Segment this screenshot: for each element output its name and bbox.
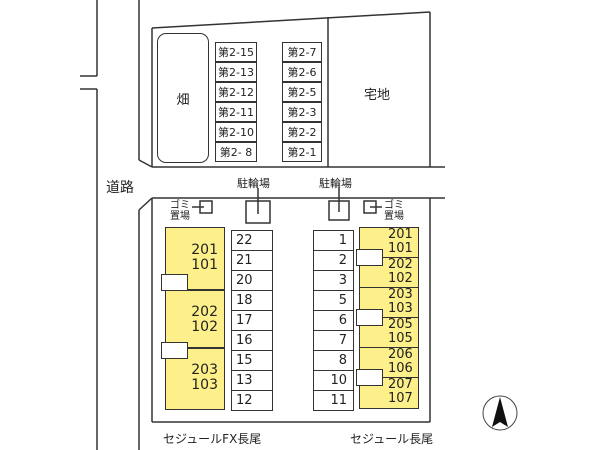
lot-slot: 第2-13 [215,62,257,82]
unit-label: 202 102 [190,305,218,335]
unit-number: 107 [388,391,413,406]
unit-label: 202 102 [388,257,413,286]
parking-space: 12 [231,390,273,411]
bike-parking-left-label: 駐輪場 [237,177,270,190]
unit-label: 201 101 [388,227,413,256]
lot-slot: 第2-12 [215,82,257,102]
field-label: 畑 [176,92,190,108]
unit-label: 206 106 [388,347,413,376]
field-area: 畑 [157,33,209,163]
entrance-marker [161,342,188,359]
north-arrow-icon [482,395,518,431]
garbage-left-label: ゴミ 置場 [170,200,190,222]
lot-slot: 第2-11 [215,102,257,122]
road-label: 道路 [106,180,134,196]
entrance-marker [356,249,383,266]
unit-number: 203 [388,287,413,302]
unit-number: 106 [388,361,413,376]
unit-number: 101 [388,241,413,256]
unit-label: 203 103 [388,287,413,316]
entrance-marker [356,309,383,326]
lot-slot: 第2-15 [215,42,257,62]
unit-label: 203 103 [190,363,218,393]
parking-space: 7 [313,330,354,351]
unit-number: 105 [388,331,413,346]
parking-space: 17 [231,310,273,331]
unit-number: 103 [388,301,413,316]
parking-space: 5 [313,290,354,311]
unit-label: 201 101 [190,243,218,273]
unit-label: 205 105 [388,317,413,346]
parking-space: 1 [313,230,354,251]
parking-space: 18 [231,290,273,311]
entrance-marker [356,369,383,386]
entrance-marker [161,274,188,291]
parking-space: 8 [313,350,354,371]
residential-label: 宅地 [364,88,391,103]
unit-number: 103 [191,377,218,393]
unit-number: 202 [388,257,413,272]
unit-number: 203 [191,362,218,378]
parking-space: 11 [313,390,354,411]
building-right-name: セジュール長尾 [350,432,434,446]
lot-slot: 第2-1 [282,142,322,162]
building-left-name: セジュールFX長尾 [163,432,262,446]
lot-slot: 第2-6 [282,62,322,82]
lot-slot: 第2-5 [282,82,322,102]
parking-space: 6 [313,310,354,331]
lot-slot: 第2-7 [282,42,322,62]
parking-space: 15 [231,350,273,371]
parking-space: 10 [313,370,354,391]
parking-space: 13 [231,370,273,391]
parking-space: 20 [231,270,273,291]
parking-space: 22 [231,230,273,251]
lot-slot: 第2-3 [282,102,322,122]
unit-number: 206 [388,347,413,362]
unit-number: 102 [191,319,218,335]
unit-number: 201 [191,242,218,258]
garbage-label-line: ゴミ [170,200,190,211]
parking-space: 3 [313,270,354,291]
garbage-label-line: 置場 [170,211,190,222]
garbage-label-line: ゴミ [384,200,404,211]
unit-number: 207 [388,377,413,392]
parking-space: 16 [231,330,273,351]
building-left-unit-2 [165,290,225,348]
parking-space: 2 [313,250,354,271]
lot-slot: 第2-2 [282,122,322,142]
unit-number: 205 [388,317,413,332]
bike-parking-right-label: 駐輪場 [319,177,352,190]
unit-number: 102 [388,271,413,286]
garbage-label-line: 置場 [384,211,404,222]
lot-slot: 第2- 8 [215,142,257,162]
unit-label: 207 107 [388,377,413,406]
unit-number: 202 [191,304,218,320]
lot-slot: 第2-10 [215,122,257,142]
garbage-right-label: ゴミ 置場 [384,200,404,222]
parking-space: 21 [231,250,273,271]
unit-number: 201 [388,227,413,242]
unit-number: 101 [191,257,218,273]
